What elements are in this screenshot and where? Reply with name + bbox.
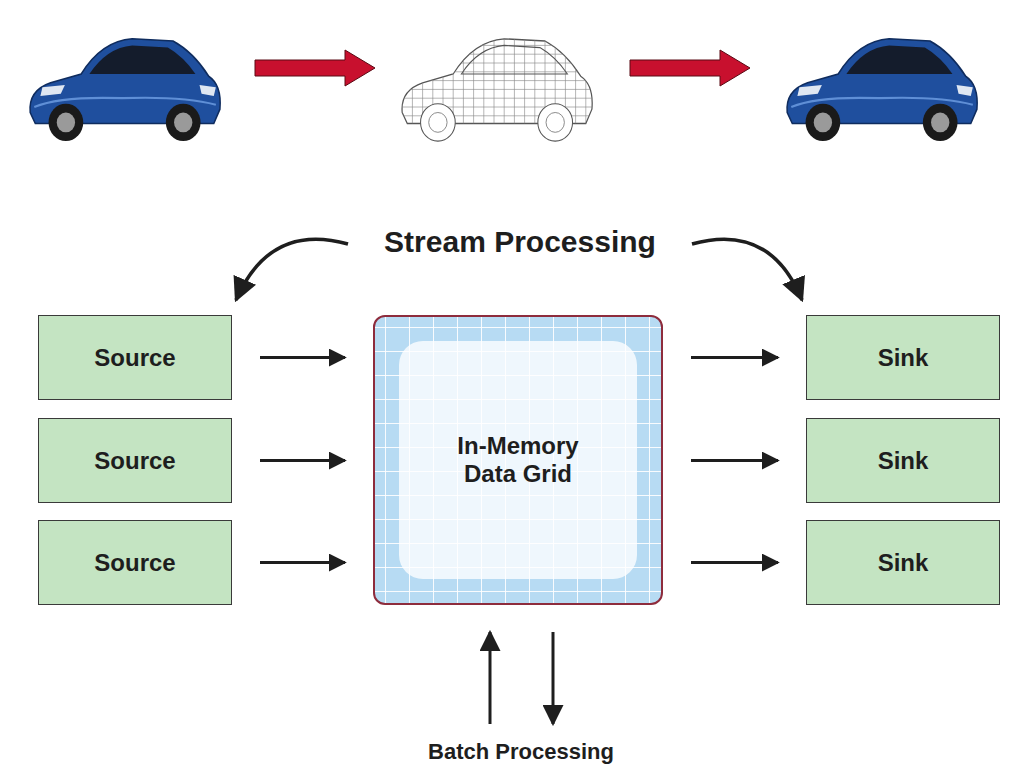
sink-box: Sink bbox=[806, 520, 1000, 605]
source-box: Source bbox=[38, 418, 232, 503]
source-box: Source bbox=[38, 315, 232, 400]
box-label: Source bbox=[94, 447, 175, 475]
source-box: Source bbox=[38, 520, 232, 605]
flow-arrow bbox=[260, 356, 345, 359]
box-label: Source bbox=[94, 549, 175, 577]
flow-arrow bbox=[691, 356, 778, 359]
car-photo bbox=[30, 39, 220, 141]
sink-box: Sink bbox=[806, 418, 1000, 503]
box-label: Sink bbox=[878, 447, 929, 475]
car-photo bbox=[787, 39, 977, 141]
red-arrow bbox=[255, 50, 375, 86]
box-label: Source bbox=[94, 344, 175, 372]
batch-label: Batch Processing bbox=[428, 739, 614, 765]
stream-label: Stream Processing bbox=[384, 225, 656, 259]
grid-label: In-Memory Data Grid bbox=[433, 432, 603, 487]
data-grid: In-Memory Data Grid bbox=[373, 315, 663, 605]
box-label: Sink bbox=[878, 549, 929, 577]
car-wireframe bbox=[392, 8, 596, 151]
box-label: Sink bbox=[878, 344, 929, 372]
red-arrow bbox=[630, 50, 750, 86]
sink-box: Sink bbox=[806, 315, 1000, 400]
flow-arrow bbox=[691, 459, 778, 462]
flow-arrow bbox=[260, 561, 345, 564]
flow-arrow bbox=[260, 459, 345, 462]
batch-arrow-down bbox=[552, 632, 555, 724]
flow-arrow bbox=[691, 561, 778, 564]
curved-arrow bbox=[236, 239, 348, 300]
curved-arrow bbox=[692, 239, 802, 300]
batch-arrow-up bbox=[489, 632, 492, 724]
